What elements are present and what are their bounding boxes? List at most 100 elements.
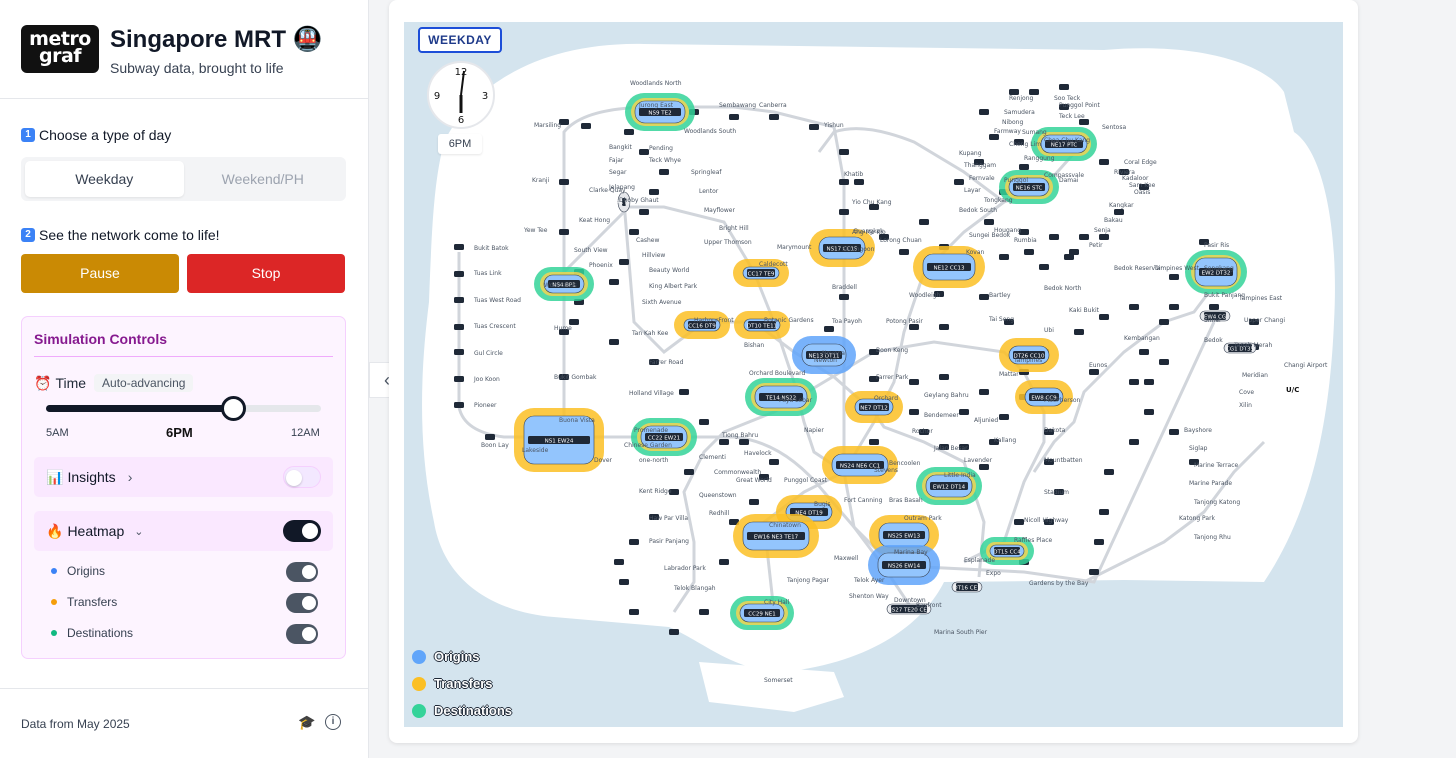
hub-sengkang[interactable]: NE16 STC (999, 170, 1059, 204)
hub-outram-park[interactable]: EW16 NE3 TE17 (733, 514, 819, 558)
station-marker[interactable] (769, 459, 779, 465)
station-marker[interactable] (649, 189, 659, 195)
hub-little-india[interactable]: NE7 DT12 (845, 391, 903, 423)
station-marker[interactable] (559, 329, 569, 335)
station-marker[interactable] (899, 249, 909, 255)
station-marker[interactable] (1044, 519, 1054, 525)
station-marker[interactable] (454, 402, 464, 408)
station-marker[interactable] (1144, 379, 1154, 385)
station-marker[interactable] (1189, 459, 1199, 465)
station-marker[interactable] (659, 169, 669, 175)
station-marker[interactable] (974, 159, 984, 165)
station-marker[interactable] (909, 379, 919, 385)
time-slider[interactable] (46, 396, 321, 421)
station-marker[interactable] (939, 444, 949, 450)
station-marker[interactable] (581, 123, 591, 129)
hub-newton[interactable]: NE13 DT11 (792, 336, 856, 374)
hub-botanic-gardens[interactable]: CC16 DT9 (674, 311, 730, 339)
station-marker[interactable] (989, 134, 999, 140)
station-marker[interactable] (939, 374, 949, 380)
chevron-down-icon[interactable]: ⌄ (134, 525, 144, 538)
stop-button[interactable]: Stop (187, 254, 345, 293)
station-marker[interactable] (869, 376, 879, 382)
pause-button[interactable]: Pause (21, 254, 179, 293)
station-marker[interactable] (979, 294, 989, 300)
station-marker[interactable] (454, 349, 464, 355)
station-marker[interactable] (1059, 84, 1069, 90)
station-marker[interactable] (1159, 319, 1169, 325)
station-marker[interactable] (979, 109, 989, 115)
station-marker[interactable] (959, 409, 969, 415)
station-marker[interactable] (609, 279, 619, 285)
station-marker[interactable] (1139, 184, 1149, 190)
station-marker[interactable] (1114, 209, 1124, 215)
station-marker[interactable] (619, 259, 629, 265)
hub-jurong-east[interactable]: NS1 EW24 (514, 408, 604, 472)
station-marker[interactable] (559, 179, 569, 185)
station-marker[interactable] (839, 179, 849, 185)
hub-serangoon[interactable]: NE12 CC13 (913, 246, 985, 288)
station-marker[interactable] (1024, 249, 1034, 255)
station-marker[interactable] (1014, 519, 1024, 525)
hub-choa-chu-kang[interactable]: NS4 BP1 (534, 267, 594, 301)
station-marker[interactable] (569, 319, 579, 325)
station-marker[interactable] (809, 124, 819, 130)
station-marker[interactable] (1014, 139, 1024, 145)
station-marker[interactable] (999, 254, 1009, 260)
station-marker[interactable] (909, 324, 919, 330)
hub-harbourfront[interactable]: CC29 NE1 (730, 596, 794, 630)
station-marker[interactable] (759, 474, 769, 480)
station-marker[interactable] (454, 376, 464, 382)
hub-buona-vista[interactable]: CC22 EW21 (631, 418, 697, 456)
hub-dhoby-ghaut[interactable]: NS24 NE6 CC1 (822, 446, 898, 484)
station-marker[interactable] (1169, 274, 1179, 280)
station-marker[interactable] (1249, 319, 1259, 325)
hub-bishan[interactable]: NS17 CC15 (809, 229, 875, 267)
station-marker[interactable] (669, 489, 679, 495)
hub-marina-bay[interactable]: NS27 TE20 CE2 (886, 603, 932, 615)
station-marker[interactable] (1129, 304, 1139, 310)
station-marker[interactable] (669, 629, 679, 635)
time-slider-thumb[interactable] (221, 396, 246, 421)
hub-macpherson[interactable]: DT26 CC10 (999, 338, 1059, 372)
station-marker[interactable] (1019, 229, 1029, 235)
station-marker[interactable] (824, 326, 834, 332)
station-marker[interactable] (1139, 349, 1149, 355)
hub-bayfront[interactable]: DT16 CE1 (951, 581, 983, 593)
station-marker[interactable] (609, 339, 619, 345)
station-marker[interactable] (1044, 429, 1054, 435)
station-marker[interactable] (1059, 104, 1069, 110)
station-marker[interactable] (1079, 119, 1089, 125)
insights-row[interactable]: 📊 Insights › (34, 457, 333, 497)
station-marker[interactable] (869, 204, 879, 210)
station-marker[interactable] (639, 209, 649, 215)
hub-bugis[interactable]: EW12 DT14 (916, 467, 982, 505)
station-marker[interactable] (739, 439, 749, 445)
station-marker[interactable] (719, 439, 729, 445)
station-marker[interactable] (839, 209, 849, 215)
station-marker[interactable] (649, 359, 659, 365)
station-marker[interactable] (454, 244, 464, 250)
hub-tanah-merah[interactable]: EW4 CG (1199, 310, 1231, 322)
station-marker[interactable] (934, 291, 944, 297)
station-marker[interactable] (1209, 304, 1219, 310)
station-marker[interactable] (1129, 439, 1139, 445)
station-marker[interactable] (639, 149, 649, 155)
metrograf-logo[interactable]: metro graf (21, 25, 99, 73)
station-marker[interactable] (1144, 409, 1154, 415)
station-marker[interactable] (1074, 329, 1084, 335)
station-marker[interactable] (1169, 304, 1179, 310)
station-marker[interactable] (1019, 164, 1029, 170)
station-marker[interactable] (1099, 509, 1109, 515)
station-marker[interactable] (1159, 359, 1169, 365)
station-marker[interactable] (919, 219, 929, 225)
station-marker[interactable] (909, 409, 919, 415)
hub-stevens[interactable]: DT10 TE11 (734, 311, 790, 339)
station-marker[interactable] (1169, 429, 1179, 435)
station-marker[interactable] (1099, 234, 1109, 240)
station-marker[interactable] (1199, 239, 1209, 245)
station-marker[interactable] (619, 579, 629, 585)
hub-raffles-place[interactable]: NS26 EW14 (868, 545, 940, 585)
station-marker[interactable] (719, 559, 729, 565)
